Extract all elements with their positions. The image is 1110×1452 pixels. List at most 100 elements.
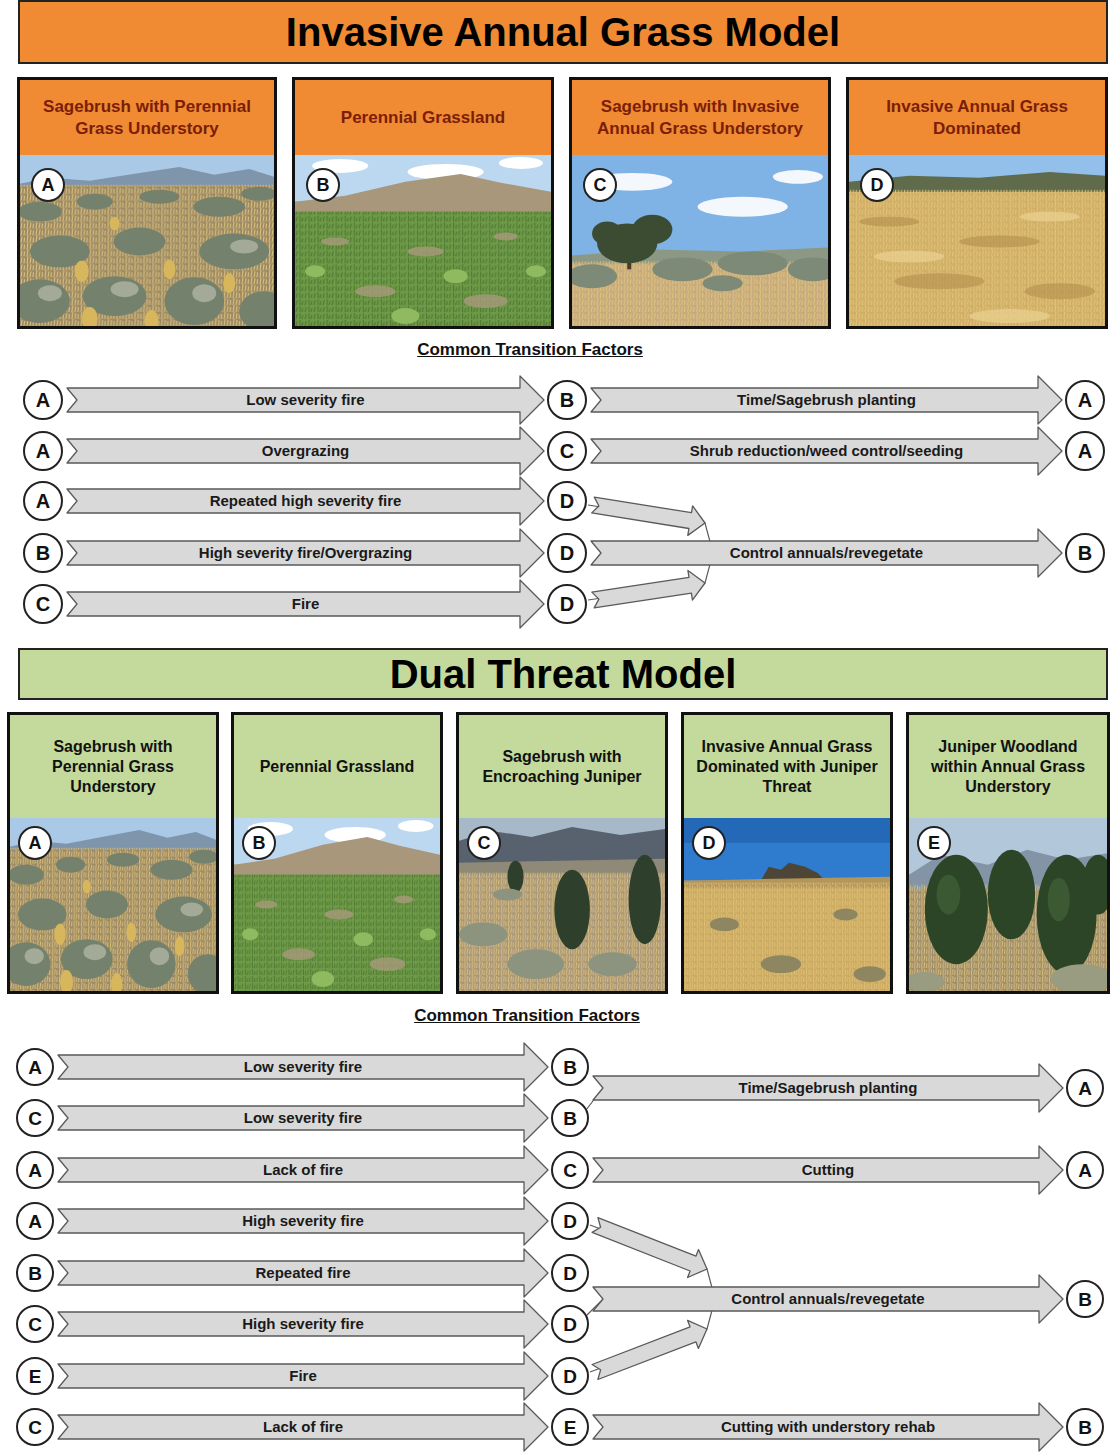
banner-title: Invasive Annual Grass Model bbox=[286, 10, 840, 54]
state-circle: D bbox=[547, 584, 587, 624]
model-banner: Invasive Annual Grass Model bbox=[18, 0, 1108, 64]
transition-label: Lack of fire bbox=[259, 1161, 347, 1179]
state-circle: D bbox=[547, 481, 587, 521]
state-panel: Invasive Annual Grass Dominated with Jun… bbox=[681, 712, 893, 994]
state-circle: A bbox=[23, 431, 63, 471]
photo-letter: B bbox=[242, 826, 276, 860]
state-letter: D bbox=[563, 1367, 577, 1386]
state-letter: A bbox=[1078, 441, 1092, 461]
photo bbox=[234, 815, 440, 991]
transition-arrow bbox=[593, 1064, 1063, 1112]
transition-arrow bbox=[58, 1197, 548, 1245]
state-circle: B bbox=[16, 1254, 54, 1292]
transition-label: Time/Sagebrush planting bbox=[735, 1079, 922, 1097]
state-letter: C bbox=[36, 594, 50, 614]
transition-arrow bbox=[67, 477, 544, 525]
state-letter: C bbox=[560, 441, 574, 461]
transition-label: Cutting with understory rehab bbox=[717, 1418, 939, 1436]
transition-arrow bbox=[67, 580, 544, 628]
transition-label: Low severity fire bbox=[240, 1058, 366, 1076]
transition-label: High severity fire bbox=[238, 1212, 368, 1230]
state-panel: Sagebrush with Invasive Annual Grass Und… bbox=[569, 77, 831, 329]
panel-header: Perennial Grassland bbox=[295, 80, 551, 155]
state-letter: B bbox=[1078, 543, 1092, 563]
transition-arrow bbox=[593, 1146, 1063, 1194]
state-letter: B bbox=[253, 834, 266, 852]
state-circle: C bbox=[16, 1305, 54, 1343]
state-circle: B bbox=[23, 533, 63, 573]
state-circle: E bbox=[551, 1408, 589, 1446]
photo bbox=[849, 152, 1105, 328]
state-circle: C bbox=[23, 584, 63, 624]
transition-arrow bbox=[58, 1249, 548, 1297]
state-circle: D bbox=[547, 533, 587, 573]
panel-header: Invasive Annual Grass Dominated bbox=[849, 80, 1105, 155]
state-letter: A bbox=[36, 441, 50, 461]
transition-label: Control annuals/revegetate bbox=[726, 544, 927, 562]
state-circle: B bbox=[551, 1099, 589, 1137]
state-panel: Sagebrush with Encroaching JuniperC bbox=[456, 712, 668, 994]
state-letter: A bbox=[29, 834, 42, 852]
state-letter: B bbox=[28, 1264, 42, 1283]
transition-label: Fire bbox=[288, 595, 324, 613]
state-letter: D bbox=[563, 1315, 577, 1334]
state-circle: C bbox=[16, 1099, 54, 1137]
transition-arrow bbox=[67, 376, 544, 424]
state-letter: D bbox=[703, 834, 716, 852]
state-circle: D bbox=[551, 1202, 589, 1240]
state-letter: A bbox=[28, 1212, 42, 1231]
panel-heading: Sagebrush with Perennial Grass Understor… bbox=[20, 96, 274, 139]
panel-header: Juniper Woodland within Annual Grass Und… bbox=[909, 715, 1107, 818]
state-letter: E bbox=[29, 1367, 42, 1386]
transition-arrow bbox=[593, 1275, 1063, 1323]
photo-letter: D bbox=[860, 168, 894, 202]
photo-letter: A bbox=[31, 168, 65, 202]
photo bbox=[2, 815, 228, 995]
panel-heading: Juniper Woodland within Annual Grass Und… bbox=[909, 737, 1107, 797]
state-circle: A bbox=[23, 481, 63, 521]
panel-heading: Invasive Annual Grass Dominated with Jun… bbox=[684, 737, 890, 797]
transition-label: Low severity fire bbox=[240, 1109, 366, 1127]
state-letter: D bbox=[871, 176, 884, 194]
panel-heading: Sagebrush with Encroaching Juniper bbox=[459, 747, 665, 787]
state-panel: Invasive Annual Grass DominatedD bbox=[846, 77, 1108, 329]
panel-heading: Sagebrush with Invasive Annual Grass Und… bbox=[572, 96, 828, 139]
state-circle: A bbox=[1065, 380, 1105, 420]
transition-arrow bbox=[58, 1146, 548, 1194]
transition-arrow bbox=[591, 529, 1062, 577]
state-circle: A bbox=[1066, 1069, 1104, 1107]
state-letter: C bbox=[594, 176, 607, 194]
state-letter: A bbox=[1078, 1079, 1092, 1098]
photo bbox=[684, 815, 890, 991]
transition-arrow bbox=[58, 1403, 548, 1451]
photo-letter: B bbox=[306, 168, 340, 202]
state-letter: C bbox=[563, 1161, 577, 1180]
model-banner: Dual Threat Model bbox=[18, 648, 1108, 700]
state-letter: D bbox=[563, 1264, 577, 1283]
photo-letter: C bbox=[583, 168, 617, 202]
state-letter: E bbox=[564, 1418, 577, 1437]
state-letter: B bbox=[36, 543, 50, 563]
state-letter: B bbox=[317, 176, 330, 194]
state-letter: B bbox=[560, 390, 574, 410]
state-circle: B bbox=[547, 380, 587, 420]
state-circle: C bbox=[551, 1151, 589, 1189]
state-circle: E bbox=[16, 1357, 54, 1395]
state-letter: C bbox=[28, 1315, 42, 1334]
transition-label: Shrub reduction/weed control/seeding bbox=[686, 442, 967, 460]
state-circle: C bbox=[547, 431, 587, 471]
state-letter: E bbox=[928, 834, 940, 852]
state-letter: A bbox=[42, 176, 55, 194]
photo-letter: C bbox=[467, 826, 501, 860]
panel-heading: Perennial Grassland bbox=[335, 107, 511, 128]
panel-header: Sagebrush with Perennial Grass Understor… bbox=[20, 80, 274, 155]
transition-arrow bbox=[58, 1352, 548, 1400]
transition-label: High severity fire/Overgrazing bbox=[195, 544, 416, 562]
state-letter: D bbox=[560, 543, 574, 563]
transition-label: Low severity fire bbox=[242, 391, 368, 409]
transition-label: Repeated high severity fire bbox=[206, 492, 406, 510]
panel-header: Invasive Annual Grass Dominated with Jun… bbox=[684, 715, 890, 818]
transition-arrow bbox=[58, 1300, 548, 1348]
state-circle: A bbox=[23, 380, 63, 420]
state-panel: Perennial GrasslandB bbox=[292, 77, 554, 329]
